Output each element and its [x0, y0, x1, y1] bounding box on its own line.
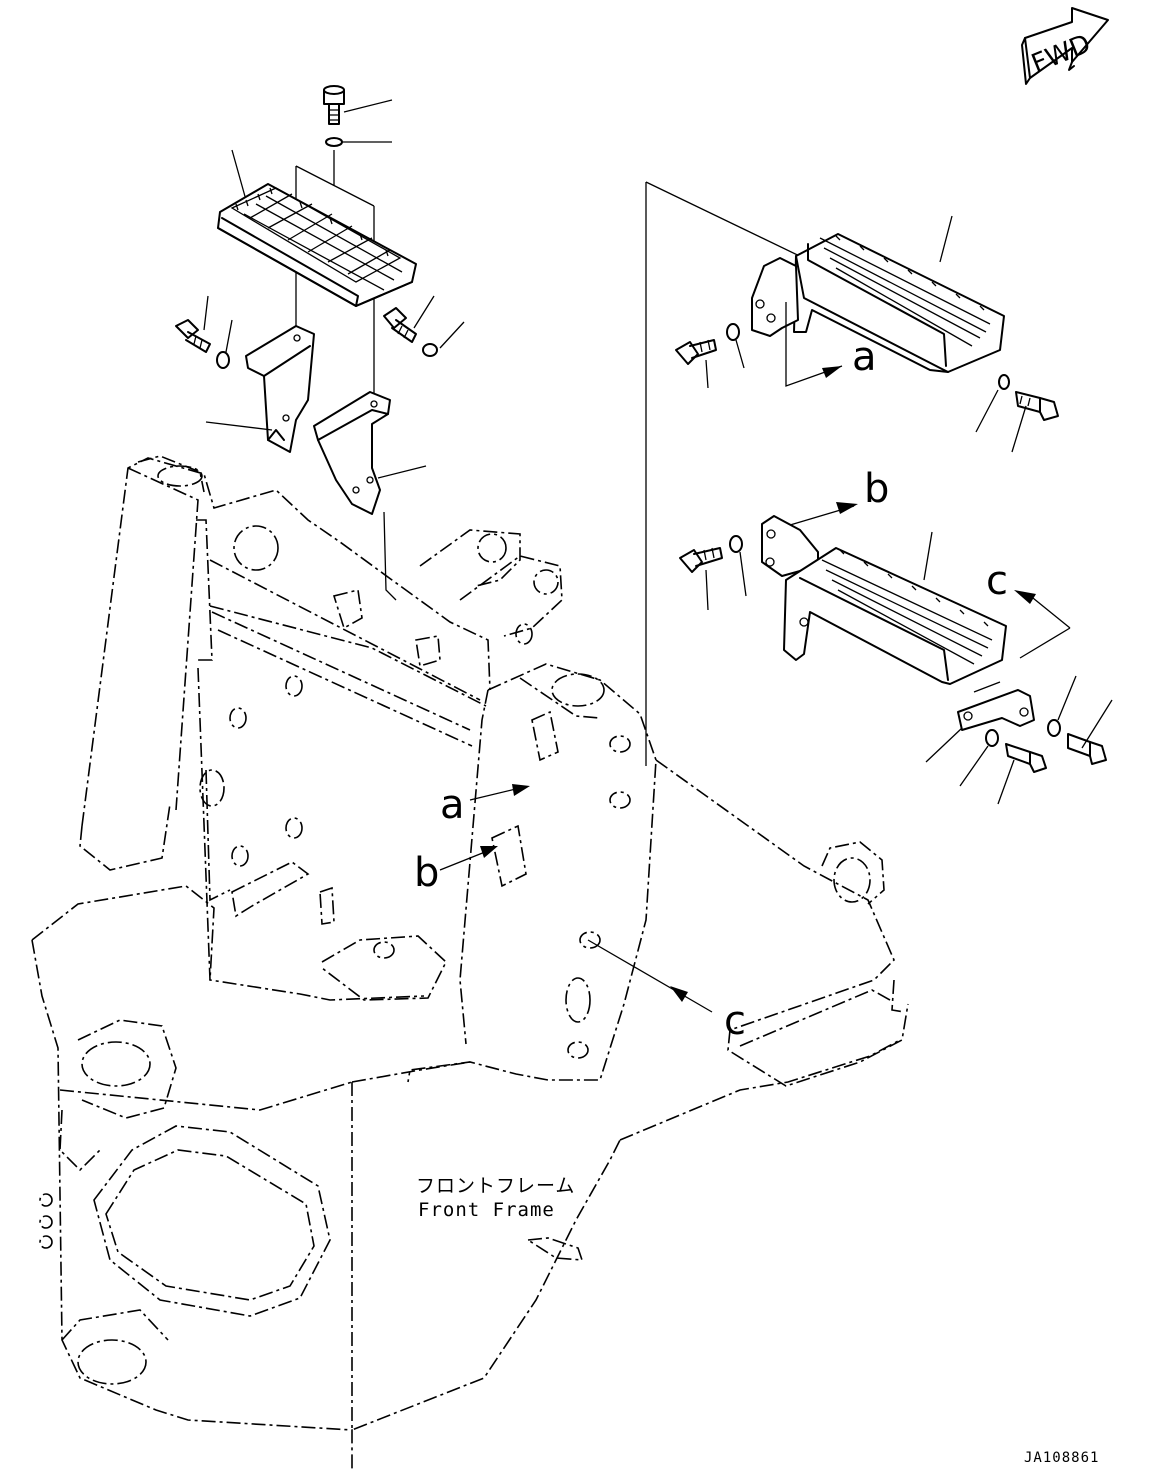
washer-right-4	[985, 729, 999, 747]
left-step-assembly	[175, 85, 465, 601]
callout-arrow-a: a	[440, 782, 530, 828]
bolt-right-4	[1005, 743, 1047, 773]
bracket-left-a	[245, 325, 315, 453]
bolt-right-1	[675, 339, 717, 365]
callout-c-top: c	[986, 558, 1008, 604]
frame-label-en: Front Frame	[418, 1199, 555, 1221]
bolt-right-3	[679, 547, 723, 573]
right-step-lower: b c	[679, 466, 1113, 805]
bolt-left-2	[383, 307, 417, 343]
washer-left-1	[216, 351, 230, 369]
washer-top	[325, 137, 343, 147]
bolt-right-5	[1067, 733, 1107, 765]
fwd-arrow-icon: FWD	[1021, 7, 1109, 85]
bolt-right-2	[1015, 391, 1059, 421]
frame-label-jp: フロントフレーム	[416, 1175, 575, 1197]
washer-right-5	[1047, 719, 1061, 737]
step-grating-left	[217, 183, 417, 307]
right-step-upper: a	[645, 181, 1059, 766]
washer-right-1	[726, 323, 740, 341]
callout-a-bottom: a	[440, 782, 465, 828]
bracket-right-small	[957, 689, 1035, 731]
front-frame	[31, 455, 909, 1470]
drawing-code: JA108861	[1024, 1450, 1099, 1466]
washer-left-2	[422, 343, 438, 357]
bracket-left-b	[313, 391, 391, 515]
callout-c-bottom: c	[724, 998, 746, 1044]
bolt-top	[323, 85, 345, 125]
washer-right-3	[729, 535, 743, 553]
callout-b-bottom: b	[414, 850, 439, 896]
callout-b-top: b	[864, 466, 889, 512]
callout-arrow-c: c	[587, 939, 746, 1044]
callout-a-top: a	[852, 334, 877, 380]
callout-arrow-b: b	[414, 846, 498, 896]
bolt-left-1	[175, 319, 211, 353]
washer-right-2	[998, 374, 1010, 390]
